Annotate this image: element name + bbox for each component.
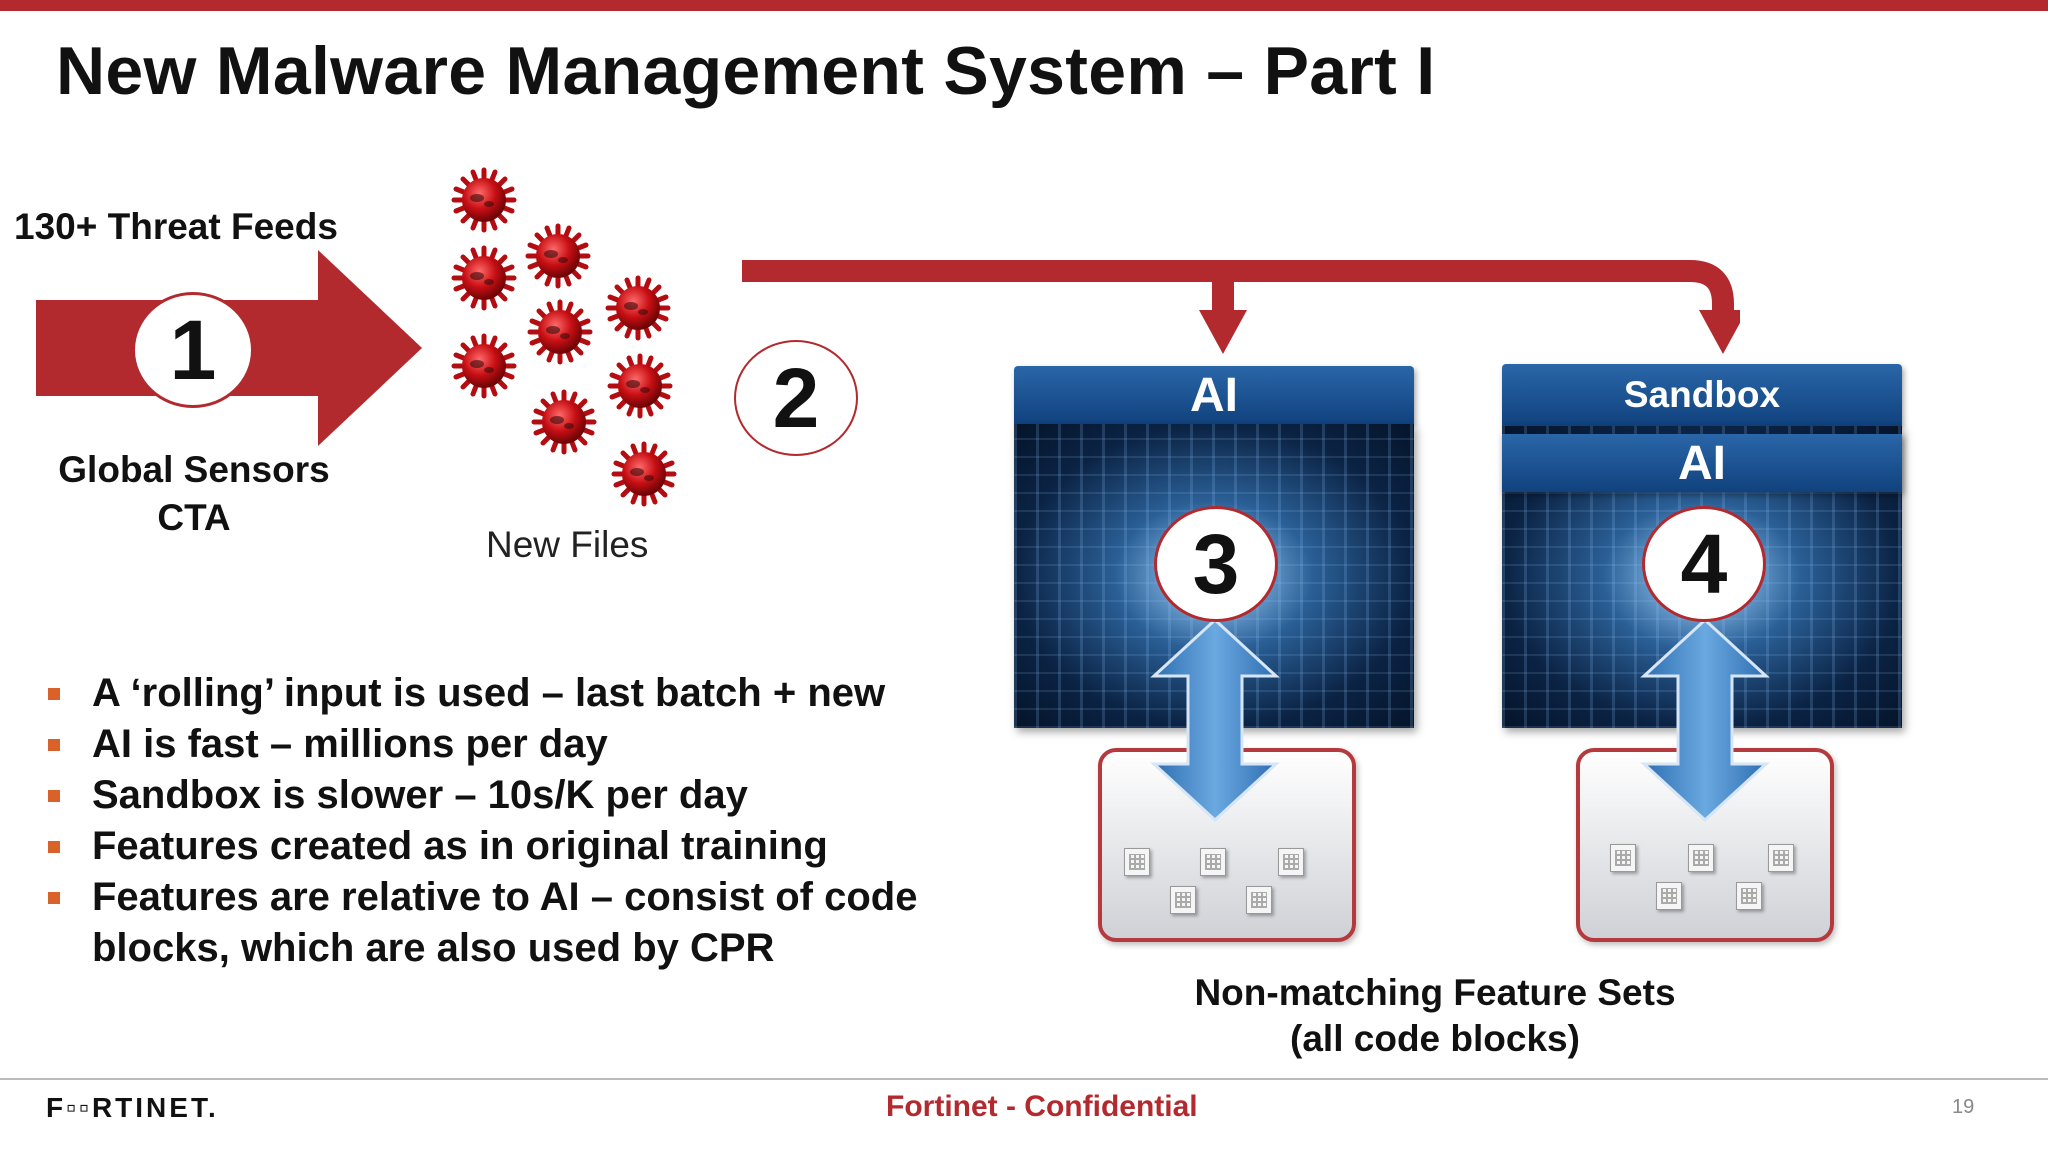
step-2-badge: 2	[734, 340, 858, 456]
malware-icon	[454, 248, 514, 308]
code-block-icon	[1610, 844, 1636, 872]
bullet-text: Features are relative to AI – consist of…	[92, 875, 918, 970]
sandbox-panel-title: Sandbox	[1623, 374, 1781, 415]
code-block-icon	[1688, 844, 1714, 872]
bullet-marker	[48, 790, 60, 802]
threat-feeds-label: 130+ Threat Feeds	[14, 206, 338, 247]
step-3-number: 3	[1192, 516, 1240, 611]
global-sensors-line2: CTA	[157, 497, 231, 538]
code-block-icon	[1200, 848, 1226, 876]
confidential-label: Fortinet - Confidential	[886, 1090, 1198, 1123]
malware-icon	[528, 226, 588, 286]
malware-files-cluster	[440, 160, 690, 520]
malware-icon	[530, 302, 590, 362]
page-number: 19	[1952, 1096, 1975, 1118]
slide-title: New Malware Management System – Part I	[56, 33, 1436, 109]
global-sensors-label: Global Sensors CTA	[34, 446, 354, 542]
caption-line1: Non-matching Feature Sets	[1194, 972, 1676, 1013]
code-block-icon	[1278, 848, 1304, 876]
malware-icon	[610, 356, 670, 416]
code-block-icon	[1656, 882, 1682, 910]
malware-icon	[534, 392, 594, 452]
step-1-badge: 1	[132, 292, 254, 408]
code-block-icon	[1124, 848, 1150, 876]
malware-icon	[614, 444, 674, 504]
bullet-text: Sandbox is slower – 10s/K per day	[92, 773, 748, 817]
code-block-icon	[1246, 886, 1272, 914]
ai-double-arrow	[1150, 618, 1280, 822]
routing-arrows	[742, 260, 1740, 354]
bullet-item: Sandbox is slower – 10s/K per day	[42, 770, 1052, 821]
fortinet-logo: F▫▫RTINET.	[46, 1092, 219, 1123]
bullet-item: Features created as in original training	[42, 821, 1052, 872]
malware-icon	[608, 278, 668, 338]
step-3-badge: 3	[1154, 506, 1278, 622]
step-1-number: 1	[169, 302, 217, 397]
bullet-marker	[48, 688, 60, 700]
sandbox-double-arrow	[1640, 618, 1770, 822]
sandbox-ai-subheader: AI	[1502, 434, 1902, 492]
step-4-number: 4	[1680, 516, 1728, 611]
bullet-list: A ‘rolling’ input is used – last batch +…	[42, 668, 1052, 974]
feature-set-box-sandbox	[1576, 748, 1834, 942]
caption-line2: (all code blocks)	[1290, 1018, 1580, 1059]
bullet-marker	[48, 841, 60, 853]
new-files-label: New Files	[486, 524, 649, 565]
bullet-item: A ‘rolling’ input is used – last batch +…	[42, 668, 1052, 719]
ai-panel-title: AI	[1190, 368, 1238, 422]
malware-icon	[454, 336, 514, 396]
step-2-number: 2	[772, 350, 820, 445]
bullet-item: AI is fast – millions per day	[42, 719, 1052, 770]
global-sensors-line1: Global Sensors	[58, 449, 330, 490]
bullet-marker	[48, 739, 60, 751]
code-block-icon	[1768, 844, 1794, 872]
bullet-item: Features are relative to AI – consist of…	[42, 872, 1052, 974]
malware-icon	[454, 170, 514, 230]
sandbox-panel-header: Sandbox	[1502, 364, 1902, 426]
bullet-text: A ‘rolling’ input is used – last batch +…	[92, 671, 886, 715]
feature-sets-caption: Non-matching Feature Sets (all code bloc…	[1130, 970, 1740, 1062]
bullet-text: Features created as in original training	[92, 824, 828, 868]
ai-panel-header: AI	[1014, 366, 1414, 424]
code-block-icon	[1736, 882, 1762, 910]
bullet-marker	[48, 892, 60, 904]
code-block-icon	[1170, 886, 1196, 914]
sandbox-ai-title: AI	[1678, 436, 1726, 490]
top-accent-bar	[0, 0, 2048, 11]
bullet-text: AI is fast – millions per day	[92, 722, 608, 766]
footer-divider	[0, 1078, 2048, 1080]
step-4-badge: 4	[1642, 506, 1766, 622]
